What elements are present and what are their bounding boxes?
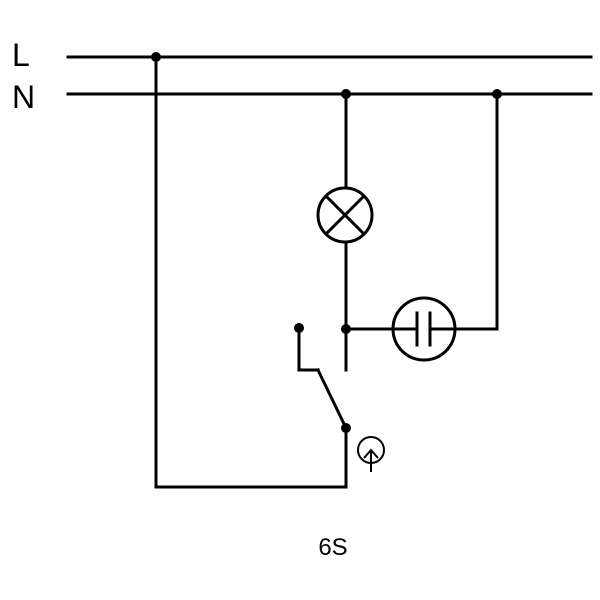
switch-contact-open bbox=[294, 323, 304, 333]
junction-n-capacitor bbox=[492, 89, 502, 99]
switch-icon bbox=[297, 326, 349, 431]
feed-wire bbox=[154, 55, 348, 489]
junction-n-lamp bbox=[341, 89, 351, 99]
line-label: L bbox=[12, 37, 30, 73]
diagram-caption: 6S bbox=[318, 534, 347, 561]
junction-nodes bbox=[151, 52, 502, 433]
capacitor-icon bbox=[391, 296, 457, 362]
indicator-icon bbox=[357, 436, 385, 472]
switch-contact-pivot bbox=[341, 423, 351, 433]
lamp-icon bbox=[316, 186, 374, 244]
neutral-label: N bbox=[12, 79, 35, 115]
junction-lamp-capacitor bbox=[341, 324, 351, 334]
junction-l bbox=[151, 52, 161, 62]
capacitor-neutral-wire bbox=[453, 92, 499, 331]
